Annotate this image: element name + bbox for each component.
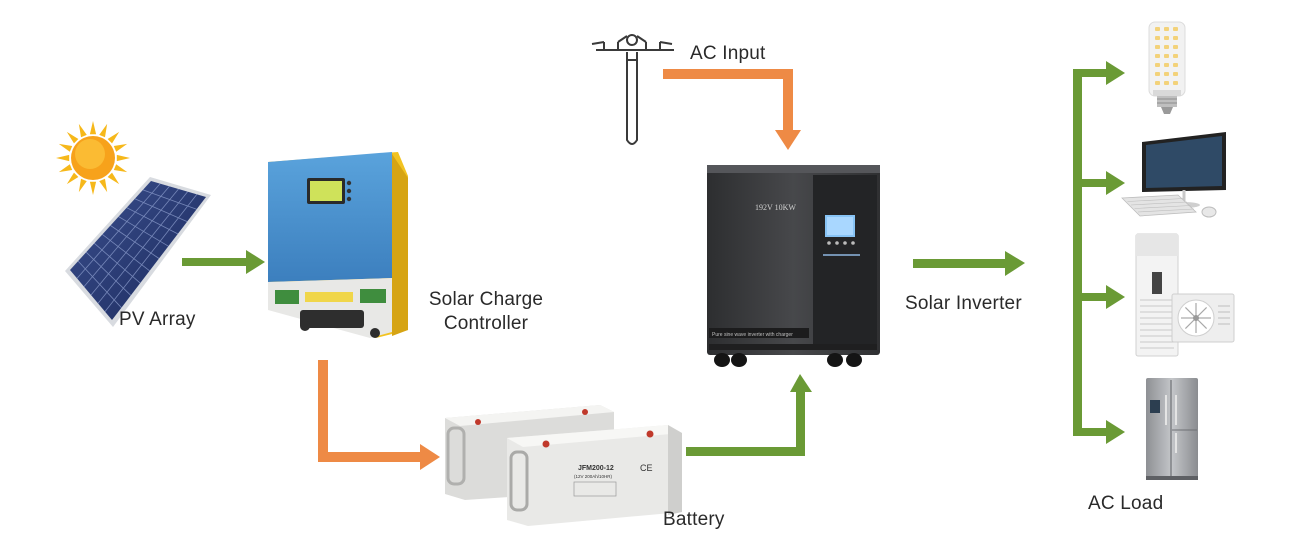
load-distribution-bus [1073, 61, 1125, 444]
solar-inverter-label: Solar Inverter [905, 293, 1022, 314]
svg-text:CE: CE [640, 463, 653, 473]
flow-arrow-battery-to-inverter [686, 374, 812, 456]
ac-input-label: AC Input [690, 43, 766, 64]
flow-arrow-ac-input-to-inverter [663, 69, 801, 150]
battery-spec-text: (12V 200Ah/10HR) [574, 474, 613, 479]
inverter-icon: 192V 10KW Pure sine wave inverter with c… [707, 165, 880, 367]
air-conditioner-icon [1135, 233, 1235, 357]
pv-array-label: PV Array [119, 309, 196, 330]
ac-load-label: AC Load [1088, 493, 1164, 514]
flow-arrow-controller-to-battery [318, 360, 440, 470]
inverter-brand: 192V 10KW [755, 203, 796, 212]
refrigerator-icon [1146, 378, 1198, 480]
battery-label: Battery [663, 509, 725, 530]
controller-label-line1: Solar Charge [428, 289, 544, 310]
led-bulb-icon [1148, 21, 1186, 114]
inverter-strip-text: Pure sine wave inverter with charger [712, 332, 793, 338]
utility-pole-icon [591, 34, 674, 145]
solar-panel-icon [65, 177, 211, 327]
battery-model-text: JFM200-12 [578, 465, 614, 472]
flow-arrow-panel-to-controller [182, 250, 265, 274]
battery-icon: JFM200-12 (12V 200Ah/10HR) CE [445, 405, 682, 526]
controller-label-line2: Controller [443, 313, 529, 334]
flow-arrow-inverter-to-loads [913, 251, 1025, 276]
desktop-computer-icon [1121, 132, 1226, 218]
charge-controller-icon [268, 152, 408, 338]
sun-icon [56, 121, 130, 195]
